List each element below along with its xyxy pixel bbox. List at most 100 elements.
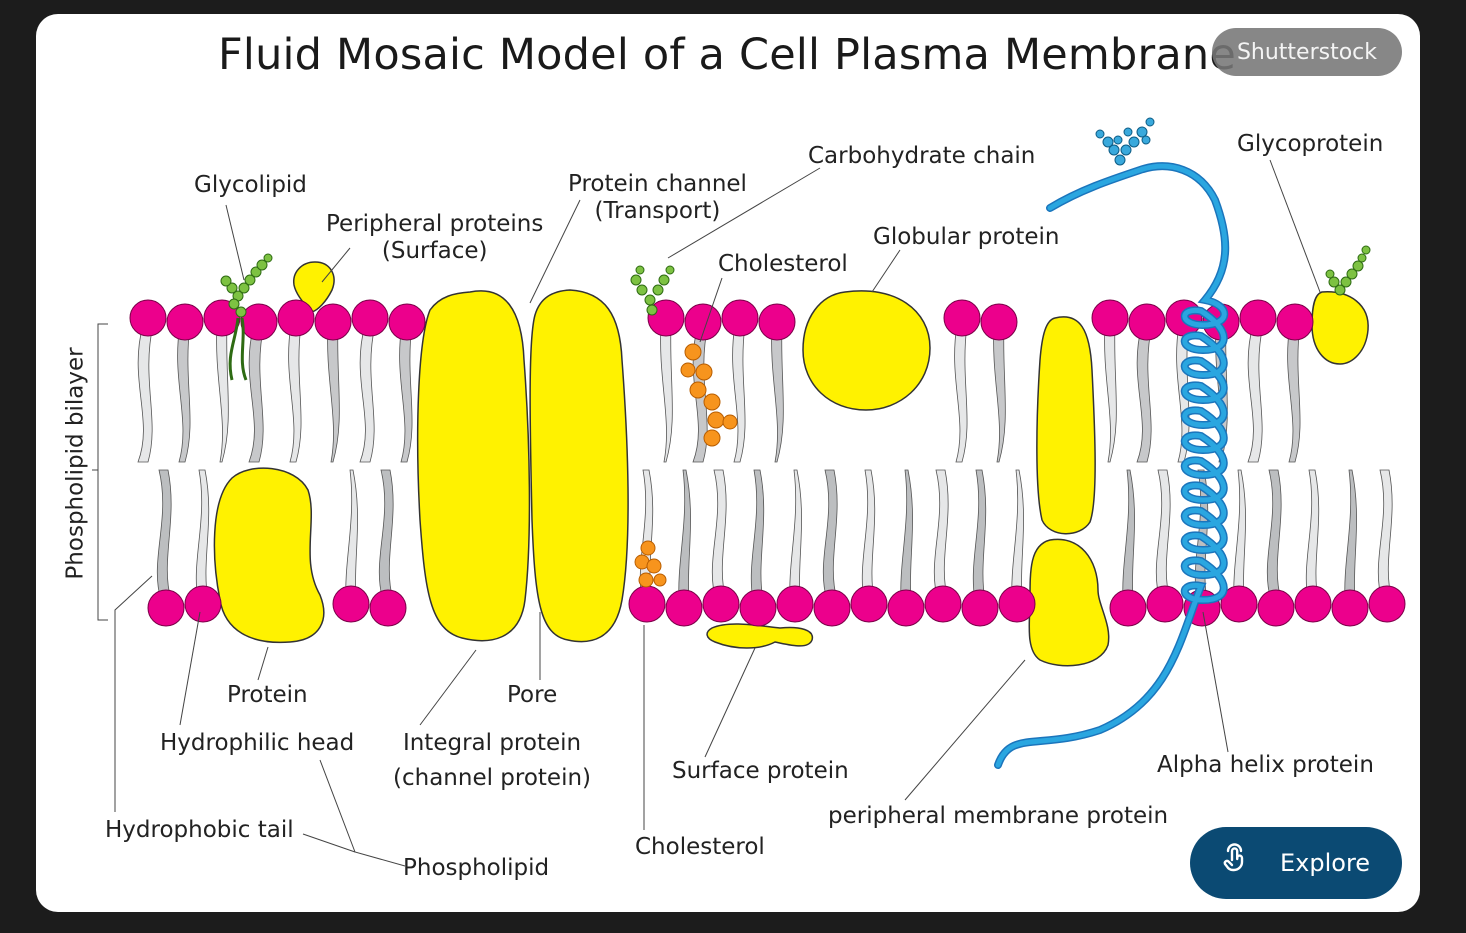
- tail-lower: [1344, 469, 1357, 601]
- label-pore: Pore: [507, 682, 558, 708]
- hydrophilic-head: [1257, 589, 1295, 627]
- tail-upper: [1104, 324, 1117, 463]
- hydrophilic-head: [129, 299, 167, 337]
- hydrophilic-head: [721, 299, 759, 337]
- globular-protein: [802, 290, 931, 411]
- explore-label: Explore: [1280, 849, 1371, 877]
- tail-upper: [1287, 324, 1301, 463]
- hydrophilic-head: [277, 299, 315, 337]
- hydrophilic-head: [314, 303, 352, 341]
- tail-lower: [1122, 469, 1135, 601]
- tail-upper: [327, 324, 340, 463]
- label-peripheral-proteins-line1: Peripheral proteins: [326, 211, 544, 237]
- hydrophilic-head: [388, 303, 426, 341]
- hydrophilic-head: [332, 585, 370, 623]
- peripheral-membrane-protein: [1028, 538, 1110, 667]
- glycoprotein-body: [1311, 291, 1369, 365]
- tail-upper: [954, 324, 968, 463]
- label-phospholipid: Phospholipid: [403, 855, 550, 881]
- tail-lower: [378, 469, 394, 601]
- label-protein-channel-line2: (Transport): [594, 198, 721, 224]
- integral-protein-right: [529, 289, 629, 643]
- label-protein-channel: Protein channel (Transport): [568, 171, 747, 225]
- label-peripheral-proteins-line2: (Surface): [381, 238, 488, 264]
- hydrophilic-head: [776, 585, 814, 623]
- hydrophilic-head: [998, 585, 1036, 623]
- hydrophilic-head: [813, 589, 851, 627]
- tail-lower: [711, 469, 727, 601]
- hydrophilic-head: [961, 589, 999, 627]
- tail-upper: [177, 324, 191, 463]
- tail-lower: [678, 469, 691, 601]
- integral-protein-left: [416, 290, 531, 642]
- tail-upper: [216, 324, 229, 463]
- label-cholesterol-top: Cholesterol: [718, 251, 848, 277]
- hydrophilic-head: [665, 589, 703, 627]
- hydrophilic-head: [1368, 585, 1406, 623]
- glycoprotein-carbs: [1095, 117, 1155, 166]
- hydrophilic-head: [887, 589, 925, 627]
- tail-lower: [900, 469, 913, 601]
- label-surface-protein: Surface protein: [672, 758, 849, 784]
- tail-lower: [789, 469, 802, 601]
- tail-lower: [1305, 469, 1320, 601]
- label-carbohydrate-chain: Carbohydrate chain: [808, 143, 1036, 169]
- tail-lower: [1233, 469, 1246, 601]
- hydrophilic-head: [980, 303, 1018, 341]
- hydrophobic-tails: [137, 324, 1393, 601]
- hydrophilic-head: [702, 585, 740, 623]
- hydrophilic-head: [166, 303, 204, 341]
- hydrophilic-head: [924, 585, 962, 623]
- alpha-helix-chain: [994, 162, 1230, 769]
- label-hydrophobic-tail: Hydrophobic tail: [105, 817, 294, 843]
- hydrophilic-head: [240, 303, 278, 341]
- tail-upper: [359, 324, 376, 463]
- label-glycolipid: Glycolipid: [194, 172, 307, 198]
- explore-button[interactable]: Explore: [1190, 827, 1402, 899]
- surface-protein: [706, 623, 814, 649]
- tail-lower: [933, 469, 949, 601]
- tail-upper: [993, 324, 1006, 463]
- hydrophilic-head: [1331, 589, 1369, 627]
- label-integral-protein-line1: Integral protein: [402, 730, 582, 756]
- hydrophilic-heads: [129, 299, 1406, 627]
- tail-lower: [972, 469, 987, 601]
- tail-upper: [1247, 324, 1264, 463]
- hydrophilic-head: [739, 589, 777, 627]
- watermark-badge[interactable]: Shutterstock: [1212, 28, 1402, 76]
- label-alpha-helix-protein: Alpha helix protein: [1157, 752, 1374, 778]
- label-protein-channel-line1: Protein channel: [568, 171, 747, 197]
- tail-lower: [1011, 469, 1024, 601]
- diagram-title: Fluid Mosaic Model of a Cell Plasma Memb…: [218, 30, 1237, 80]
- label-hydrophilic-head: Hydrophilic head: [160, 730, 355, 756]
- label-cholesterol-bottom: Cholesterol: [635, 834, 765, 860]
- cholesterol-clusters: [634, 343, 738, 588]
- touch-hand-icon: [1220, 843, 1254, 883]
- tail-lower: [1266, 469, 1282, 601]
- slim-protein-upper: [1036, 316, 1096, 535]
- tail-upper: [399, 324, 413, 463]
- tail-lower: [1155, 469, 1171, 601]
- label-protein: Protein: [227, 682, 308, 708]
- label-integral-protein-line2: (channel protein): [393, 765, 592, 791]
- hydrophilic-head: [203, 299, 241, 337]
- tail-upper: [137, 324, 154, 463]
- hydrophilic-head: [147, 589, 185, 627]
- hydrophilic-head: [850, 585, 888, 623]
- tail-upper: [771, 324, 784, 463]
- proteins: [213, 261, 1369, 667]
- label-globular-protein: Globular protein: [873, 224, 1060, 250]
- hydrophilic-head: [628, 585, 666, 623]
- label-peripheral-membrane-protein: peripheral membrane protein: [828, 803, 1169, 829]
- label-integral-protein: Integral protein (channel protein): [393, 730, 591, 792]
- hydrophilic-head: [1276, 303, 1314, 341]
- hydrophilic-head: [1220, 585, 1258, 623]
- glycolipid-tail: [228, 317, 248, 381]
- tail-upper: [248, 324, 265, 463]
- hydrophilic-head: [1109, 589, 1147, 627]
- tail-lower: [1377, 469, 1393, 601]
- hydrophilic-head: [369, 589, 407, 627]
- leader-lines: [92, 159, 1321, 867]
- tail-lower: [156, 469, 172, 601]
